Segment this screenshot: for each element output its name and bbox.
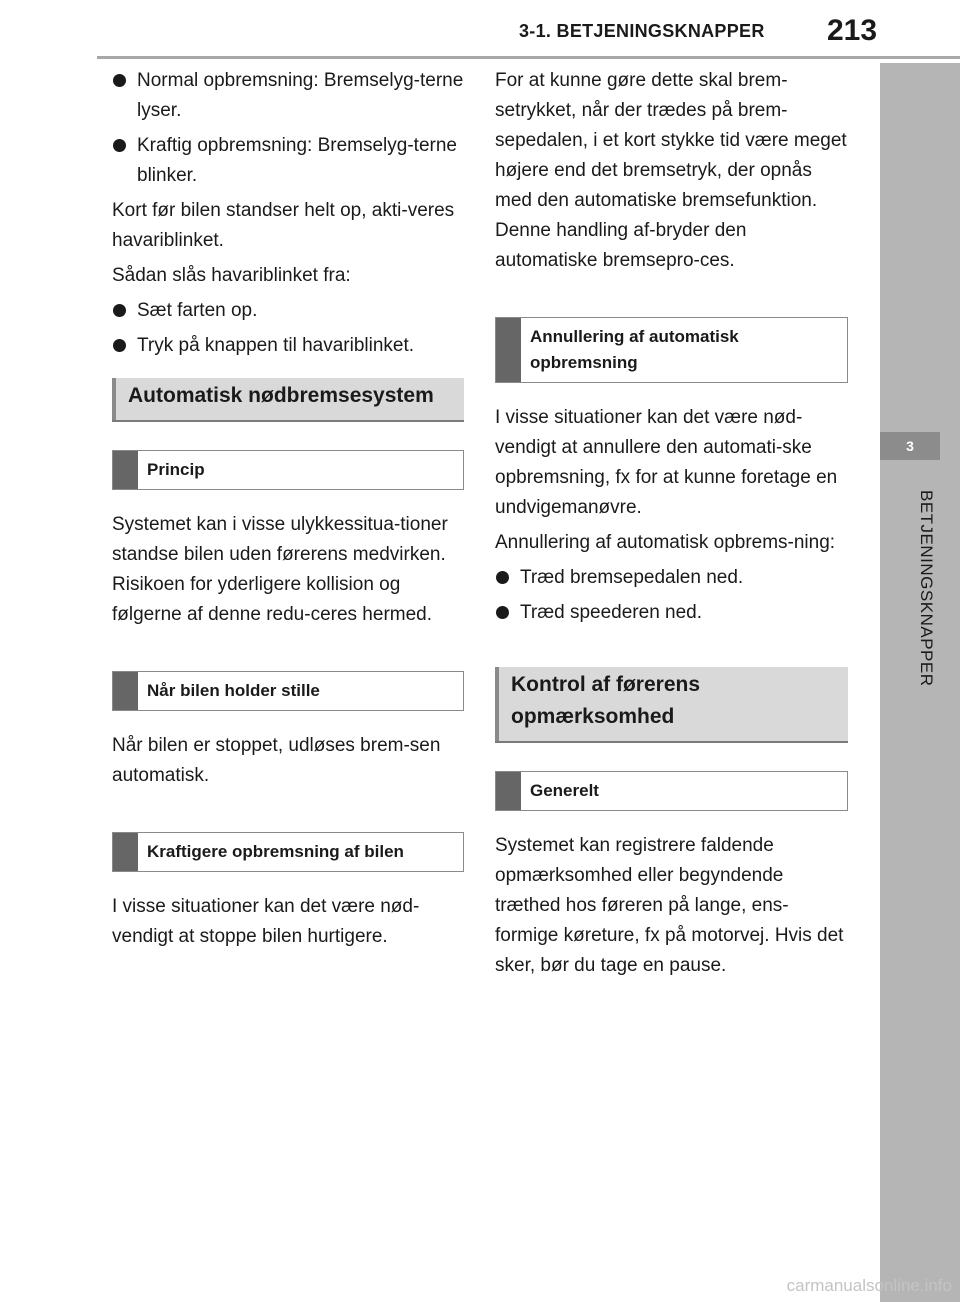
heading-marker [113,672,138,710]
heading-marker [113,833,138,871]
header-rule [97,56,960,59]
bullet-item: Kraftig opbremsning: Bremselyg-terne bli… [112,131,464,191]
chapter-tab-number: 3 [880,432,940,460]
bullet-item: Træd speederen ned. [495,598,848,628]
watermark: carmanualsonline.info [786,1276,952,1295]
subsection-heading-text: Generelt [530,781,599,800]
subsection-heading: Generelt [495,771,848,811]
subsection-heading-text: Når bilen holder stille [147,681,320,700]
bullet-text: Træd speederen ned. [520,602,703,623]
bullet-text: Tryk på knappen til havariblinket. [137,335,415,356]
chapter-side-tab [880,63,960,1302]
page-number: 213 [827,14,878,47]
bullet-text: Sæt farten op. [137,300,258,321]
heading-marker [113,451,138,489]
paragraph: Sådan slås havariblinket fra: [112,265,351,286]
left-column: Normal opbremsning: Bremselyg-terne lyse… [112,66,464,957]
paragraph: I visse situationer kan det være nød-ven… [112,896,420,947]
chapter-tab-label: BETJENINGSKNAPPER [917,490,936,687]
subsection-heading-text: Annullering af automatisk opbremsning [530,327,739,372]
bullet-dot-icon [113,304,126,317]
subsection-heading: Kraftigere opbremsning af bilen [112,832,464,872]
paragraph: Systemet kan i visse ulykkessitua-tioner… [112,514,448,625]
subsection-heading: Princip [112,450,464,490]
heading-marker [496,318,521,382]
paragraph: I visse situationer kan det være nød-ven… [495,407,838,518]
bullet-item: Sæt farten op. [112,296,464,326]
paragraph: Annullering af automatisk opbrems-ning: [495,532,836,553]
header-section-title: 3-1. BETJENINGSKNAPPER [519,21,765,41]
bullet-dot-icon [496,571,509,584]
subsection-heading-text: Princip [147,460,205,479]
right-column: For at kunne gøre dette skal brem-setryk… [495,66,848,986]
bullet-text: Normal opbremsning: Bremselyg-terne lyse… [137,70,464,121]
bullet-text: Kraftig opbremsning: Bremselyg-terne bli… [137,135,457,186]
bullet-dot-icon [113,139,126,152]
section-heading: Kontrol af førerens opmærksomhed [495,667,848,743]
paragraph: Når bilen er stoppet, udløses brem-sen a… [112,735,441,786]
bullet-dot-icon [113,74,126,87]
subsection-heading: Annullering af automatisk opbremsning [495,317,848,383]
paragraph: For at kunne gøre dette skal brem-setryk… [495,70,847,271]
bullet-item: Tryk på knappen til havariblinket. [112,331,464,361]
bullet-dot-icon [113,339,126,352]
bullet-text: Træd bremsepedalen ned. [520,567,744,588]
subsection-heading-text: Kraftigere opbremsning af bilen [147,842,404,861]
paragraph: Kort før bilen standser helt op, akti-ve… [112,200,455,251]
bullet-item: Normal opbremsning: Bremselyg-terne lyse… [112,66,464,126]
bullet-item: Træd bremsepedalen ned. [495,563,848,593]
section-heading: Automatisk nødbremsesystem [112,378,464,422]
heading-marker [496,772,521,810]
subsection-heading: Når bilen holder stille [112,671,464,711]
bullet-dot-icon [496,606,509,619]
paragraph: Systemet kan registrere faldende opmærks… [495,835,844,976]
